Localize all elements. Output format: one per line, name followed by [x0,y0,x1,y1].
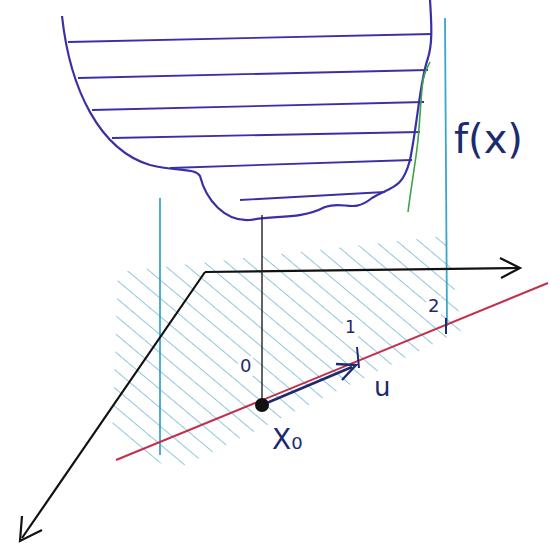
function-label: f(x) [452,118,525,160]
level-lines [68,34,432,200]
direction-vector [262,367,352,405]
axis-arrowhead [20,516,42,541]
tick-label: 0 [238,356,253,376]
drop-line [261,215,262,402]
wall-line [159,198,161,455]
vector-label: u [372,373,392,401]
point-label: X₀ [270,425,304,455]
tick-mark [445,318,447,334]
axis-line [205,268,518,272]
axis-arrowhead [500,258,520,278]
vector-arrowhead [336,364,356,380]
tick-label: 1 [343,318,358,337]
direction-line [116,283,548,460]
tick-label: 2 [426,296,441,316]
axis-line [22,272,205,538]
trace-curve [408,62,430,212]
point-dot [255,398,269,412]
surface-curve [62,0,431,220]
wall-line [445,18,447,326]
